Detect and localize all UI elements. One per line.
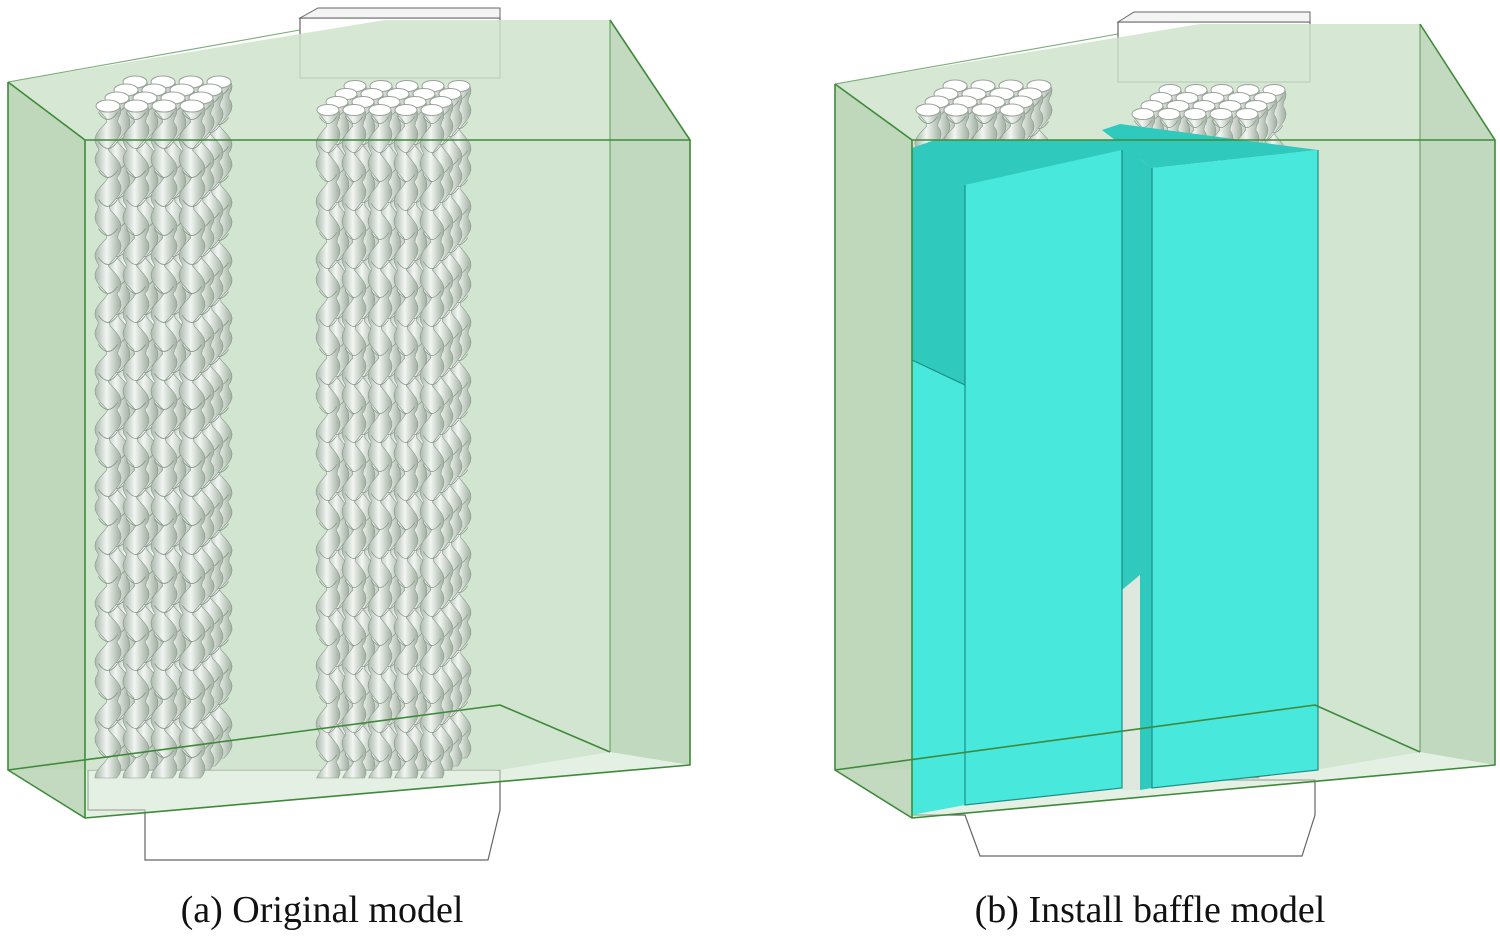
twisted-tube <box>341 104 367 779</box>
baffle-right-top-edge <box>1102 124 1318 168</box>
caption-a: (a) Original model <box>181 889 464 931</box>
baffle-left-lower-side <box>912 360 965 815</box>
box-edges-b <box>834 23 1496 819</box>
baffle-left-top-edge <box>912 140 1130 385</box>
twisted-tube <box>94 99 122 779</box>
box-edges-a <box>7 19 691 819</box>
panel-install-baffle-model: (b) Install baffle model <box>834 11 1496 931</box>
box-right-face <box>610 20 690 765</box>
twisted-tube <box>178 99 206 779</box>
panel-original-model: (a) Original model <box>7 7 691 931</box>
caption-b: (b) Install baffle model <box>975 889 1326 931</box>
baffle-gap <box>1122 575 1140 790</box>
box-left-face <box>835 84 912 818</box>
baffle-right-side <box>1102 130 1152 790</box>
twisted-tube <box>419 104 445 779</box>
box-right-face <box>1420 24 1495 765</box>
baffle-left-front <box>965 150 1122 805</box>
twisted-tube-bundles-a <box>94 75 472 779</box>
twisted-tube <box>367 104 393 779</box>
box-left-face <box>8 82 85 818</box>
twisted-tube <box>122 99 150 779</box>
twisted-tube <box>150 99 178 779</box>
baffle-plates <box>912 124 1318 815</box>
twisted-tube <box>393 104 419 779</box>
baffle-right-front <box>1152 150 1318 788</box>
baffle-slot <box>1122 140 1140 590</box>
